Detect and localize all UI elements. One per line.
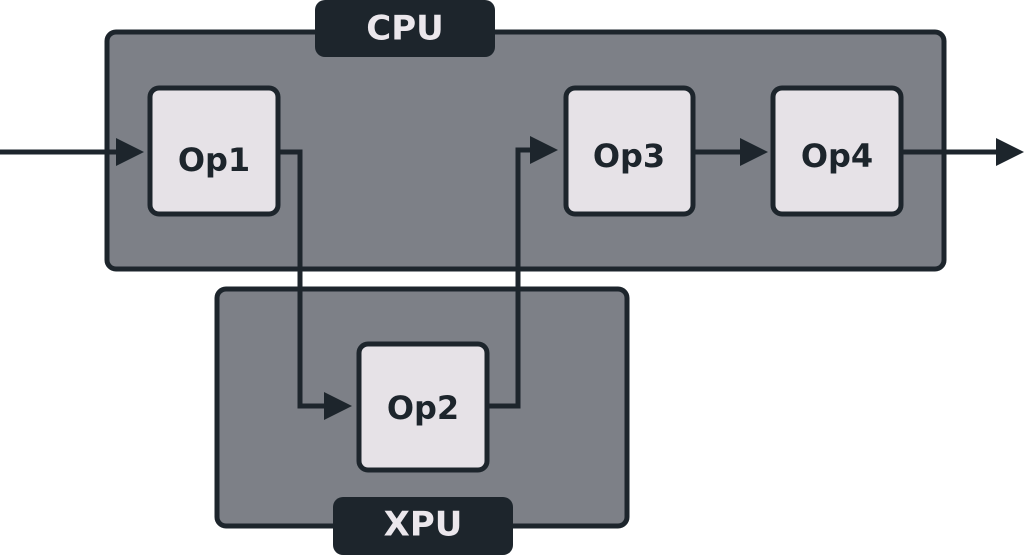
op4-box (770, 85, 904, 217)
cpu-tag: CPU (315, 0, 495, 57)
cpu-tag-label: CPU (366, 9, 443, 49)
op4-node: Op4 (770, 85, 904, 217)
op1-box (147, 85, 281, 217)
cpu-tag-box (315, 0, 495, 57)
op1-to-op2-arrow-head (324, 392, 352, 420)
xpu-tag: XPU (333, 497, 513, 555)
input-arrow-head (116, 138, 144, 166)
op1-to-op2-line (278, 149, 326, 409)
op1-node: Op1 (147, 85, 281, 217)
op2-to-op3-line (488, 147, 532, 409)
op2-to-op3-arrow-head (530, 136, 558, 164)
op3-node: Op3 (563, 85, 696, 217)
op4-label: Op4 (801, 137, 873, 175)
xpu-tag-box (333, 497, 513, 555)
op3-to-op4-arrow-head (740, 138, 768, 166)
op2-box (356, 341, 490, 473)
op3-label: Op3 (593, 137, 665, 175)
output-arrow-head (996, 138, 1024, 166)
op2-node: Op2 (356, 341, 490, 473)
xpu-tag-label: XPU (384, 505, 463, 545)
op2-label: Op2 (387, 389, 459, 427)
op3-box (563, 85, 696, 217)
op1-label: Op1 (178, 141, 250, 179)
